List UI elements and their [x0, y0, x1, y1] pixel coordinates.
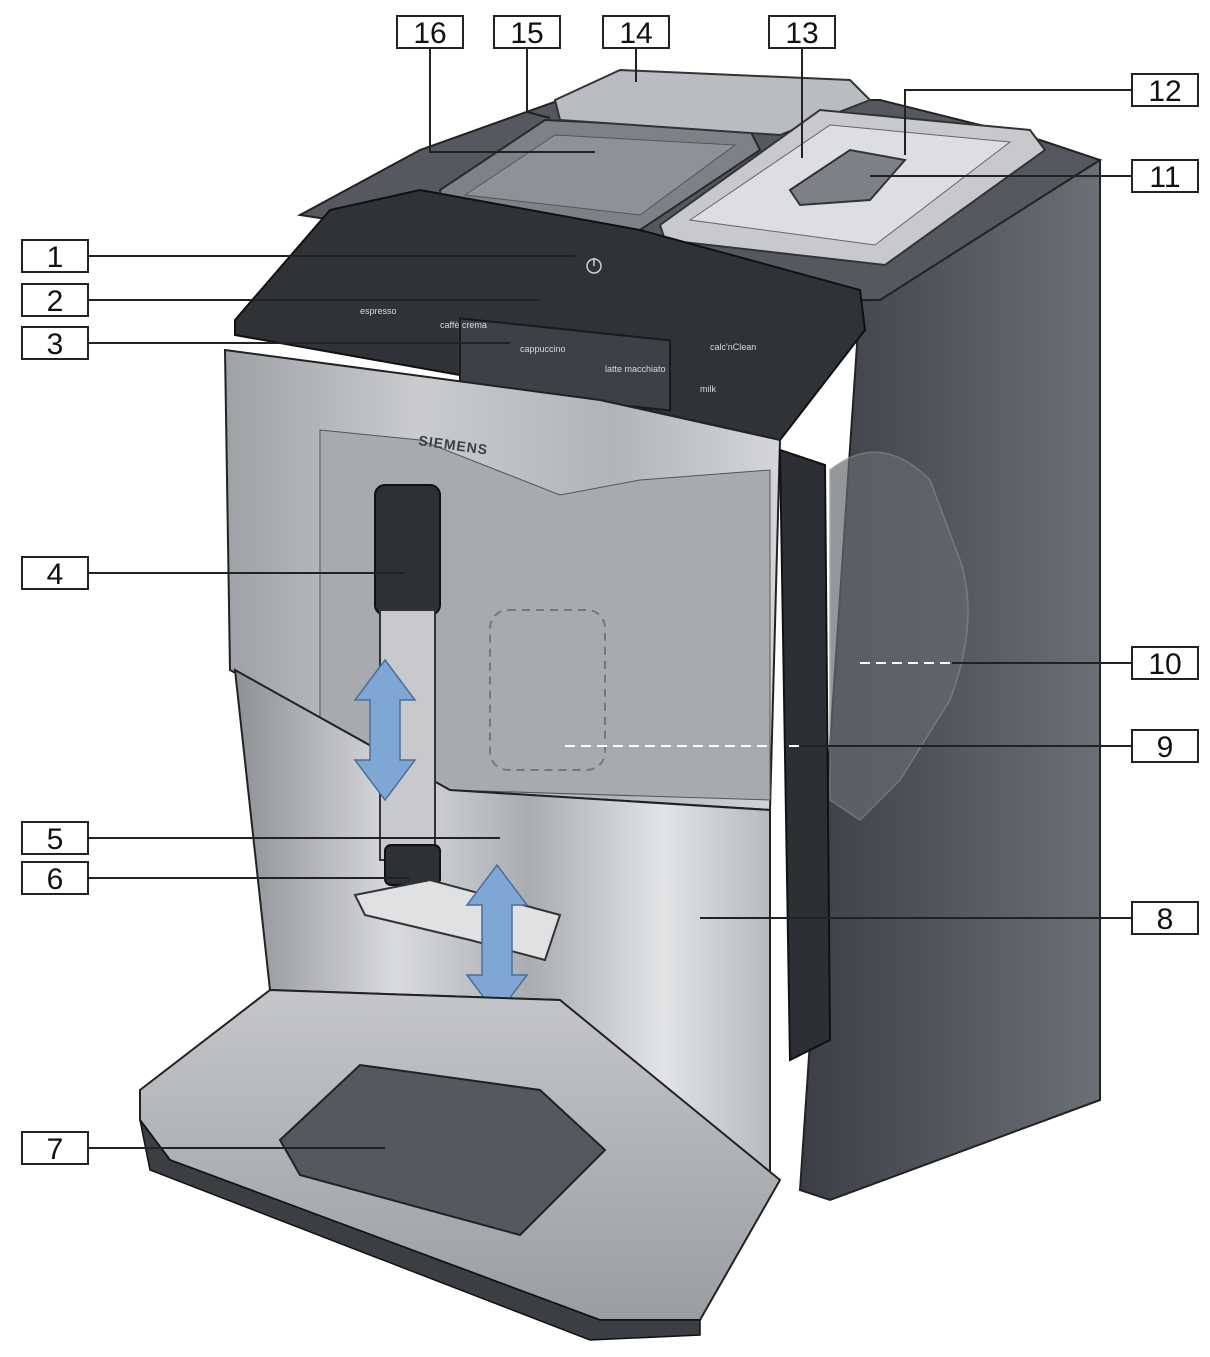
callout-11: 11	[1131, 159, 1199, 194]
espresso-label: espresso	[360, 306, 397, 316]
latte-macchiato-label: latte macchiato	[605, 364, 666, 374]
callout-10: 10	[1131, 646, 1199, 681]
svg-text:7: 7	[47, 1133, 64, 1166]
svg-text:3: 3	[47, 328, 64, 361]
leader-lines	[88, 48, 1132, 1149]
leader-12	[904, 89, 1132, 155]
callout-9: 9	[1131, 729, 1199, 764]
svg-text:10: 10	[1148, 648, 1181, 681]
svg-text:1: 1	[47, 241, 64, 274]
callout-2: 2	[21, 283, 89, 318]
callout-3: 3	[21, 326, 89, 361]
svg-text:11: 11	[1149, 161, 1180, 194]
callout-13: 13	[768, 15, 836, 50]
ground-coffee-lid	[553, 68, 872, 137]
brewing-unit-ghost	[829, 451, 969, 821]
svg-text:9: 9	[1157, 731, 1174, 764]
callout-16: 16	[396, 15, 464, 50]
drip-tray-rim	[139, 1119, 701, 1341]
drip-tray-grate	[278, 1063, 607, 1237]
svg-text:14: 14	[619, 17, 652, 50]
svg-text:2: 2	[47, 285, 64, 318]
callout-1: 1	[21, 239, 89, 274]
svg-text:4: 4	[47, 558, 64, 591]
bean-lid-texture	[463, 134, 737, 216]
cappuccino-label: cappuccino	[520, 344, 566, 354]
calc-n-clean-label: calc'nClean	[710, 342, 756, 352]
callout-15: 15	[493, 15, 561, 50]
callout-4: 4	[21, 556, 89, 591]
callouts: 1 2 3 4 5 6 7 8 9 10 11 12 13 14 15 16	[21, 15, 1199, 1166]
svg-text:16: 16	[413, 17, 446, 50]
callout-5: 5	[21, 821, 89, 856]
callout-8: 8	[1131, 901, 1199, 936]
milk-label: milk	[700, 384, 716, 394]
control-panel	[234, 188, 867, 442]
leader-15	[526, 48, 551, 119]
callout-7: 7	[21, 1131, 89, 1166]
svg-text:8: 8	[1157, 903, 1174, 936]
service-door	[778, 448, 832, 1062]
water-tank-handle	[788, 148, 907, 207]
leader-16	[429, 48, 595, 153]
svg-text:13: 13	[785, 17, 818, 50]
svg-text:15: 15	[510, 17, 543, 50]
callout-6: 6	[21, 861, 89, 896]
svg-text:12: 12	[1148, 75, 1181, 108]
milk-frother-head	[374, 484, 441, 616]
caffe-crema-label: caffè crema	[440, 320, 487, 330]
frother-height-arrow	[353, 658, 417, 802]
callout-12: 12	[1131, 73, 1199, 108]
svg-text:5: 5	[47, 823, 64, 856]
info-panel-outline	[489, 609, 606, 771]
callout-14: 14	[602, 15, 670, 50]
svg-text:6: 6	[47, 863, 64, 896]
